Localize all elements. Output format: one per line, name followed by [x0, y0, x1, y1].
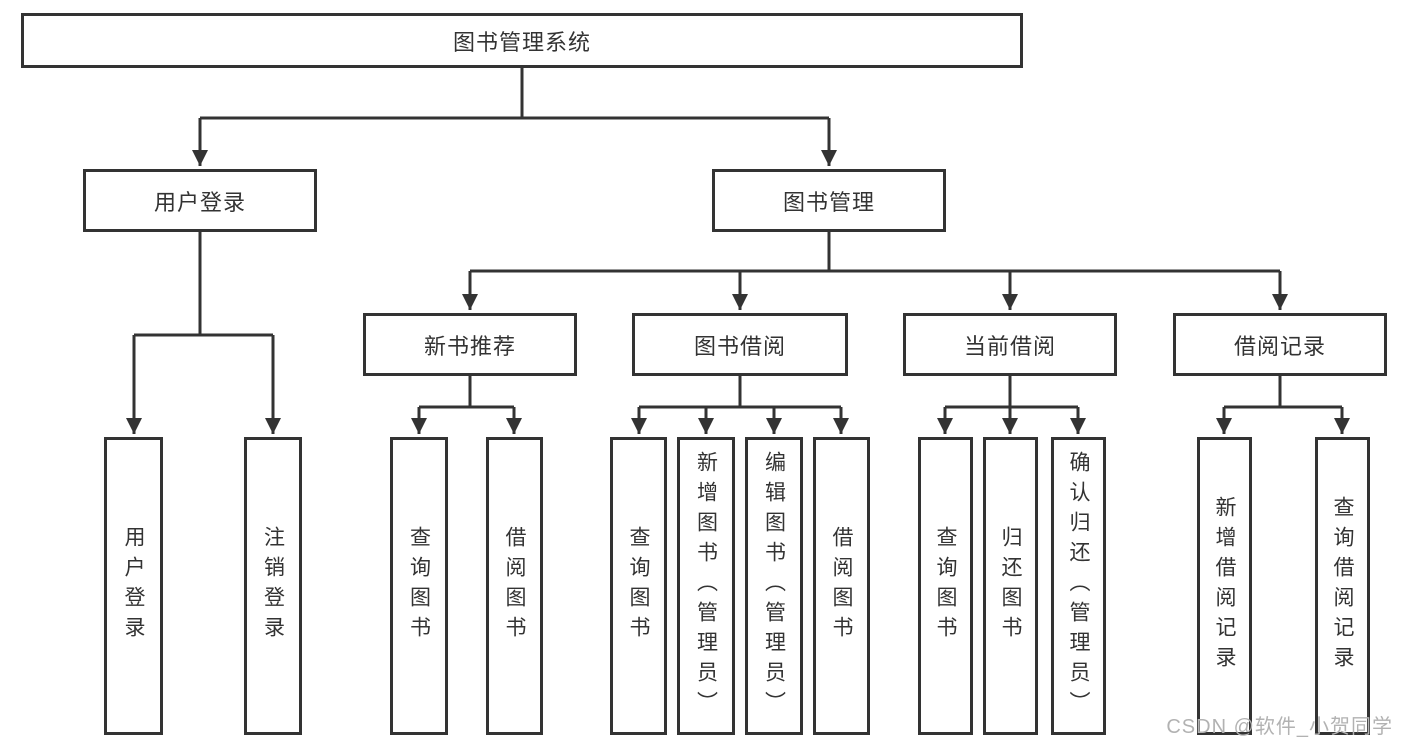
node-leaf-query-books-3: 查询图书	[918, 437, 973, 735]
node-book-management: 图书管理	[712, 169, 946, 232]
node-leaf-borrow-books-1: 借阅图书	[486, 437, 543, 735]
csdn-watermark: CSDN @软件_小贺同学	[1166, 716, 1393, 738]
node-leaf-add-borrow-record: 新增借阅记录	[1197, 437, 1252, 735]
node-leaf-user-login: 用户登录	[104, 437, 163, 735]
node-leaf-borrow-books-2: 借阅图书	[813, 437, 870, 735]
node-user-login: 用户登录	[83, 169, 317, 232]
node-leaf-query-books-2: 查询图书	[610, 437, 667, 735]
node-leaf-query-books-1: 查询图书	[390, 437, 448, 735]
node-leaf-add-books-admin: 新增图书（管理员）	[677, 437, 735, 735]
node-leaf-return-books: 归还图书	[983, 437, 1038, 735]
node-book-borrowing: 图书借阅	[632, 313, 848, 376]
node-root-library-management-system: 图书管理系统	[21, 13, 1023, 68]
node-new-book-recommend: 新书推荐	[363, 313, 577, 376]
node-leaf-confirm-return-admin: 确认归还（管理员）	[1051, 437, 1106, 735]
node-borrowing-records: 借阅记录	[1173, 313, 1387, 376]
node-leaf-edit-books-admin: 编辑图书（管理员）	[745, 437, 803, 735]
node-current-borrowing: 当前借阅	[903, 313, 1117, 376]
node-leaf-logout: 注销登录	[244, 437, 302, 735]
node-leaf-query-borrow-record: 查询借阅记录	[1315, 437, 1370, 735]
